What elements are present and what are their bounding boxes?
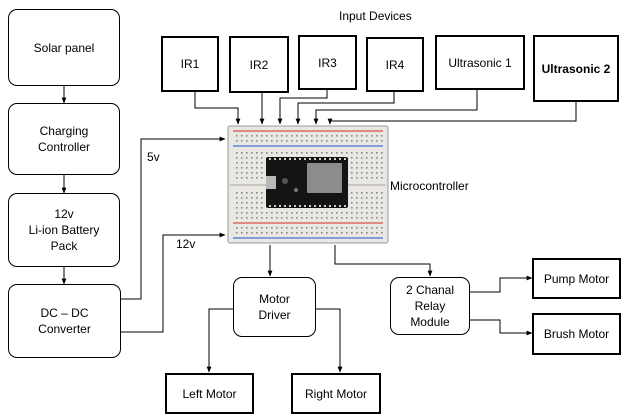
wire-relay-to-pump [470,275,533,293]
ir3-box: IR3 [298,35,357,90]
charging-controller-box: Charging Controller [8,103,120,175]
motor-driver-box: Motor Driver [233,277,316,337]
ir4-box: IR4 [366,37,424,92]
dc-dc-converter-box: DC – DC Converter [8,284,121,358]
pump-motor-box: Pump Motor [532,258,621,299]
solar-panel-box: Solar panel [8,9,120,86]
voltage-5v-label: 5v [147,150,160,164]
ultrasonic-1-box: Ultrasonic 1 [435,35,525,90]
ultrasonic-2-box: Ultrasonic 2 [533,35,619,102]
wire-ir4 [295,92,395,125]
wire-driver-to-right [316,308,343,373]
input-devices-label: Input Devices [339,9,412,23]
relay-module-box: 2 Chanal Relay Module [390,277,470,335]
brush-motor-box: Brush Motor [532,313,621,355]
microcontroller-board [266,157,348,208]
wire-ir1 [194,92,241,125]
left-motor-box: Left Motor [165,373,254,414]
voltage-12v-label: 12v [176,237,196,251]
wire-relay-to-brush [470,319,533,336]
wire-5v [121,136,226,300]
right-motor-box: Right Motor [291,373,381,414]
wire-ir3 [277,90,328,125]
ir1-box: IR1 [161,36,219,92]
breadboard-image [227,125,389,244]
wire-ultrasonic2 [327,102,577,125]
ir2-box: IR2 [229,36,289,93]
battery-pack-box: 12v Li-ion Battery Pack [8,193,120,267]
microcontroller-label: Microcontroller [390,179,469,193]
wire-12v [121,232,226,333]
wire-mcu-to-relay [334,245,433,277]
wire-ultrasonic1 [313,90,478,125]
wire-driver-to-left [206,308,233,373]
